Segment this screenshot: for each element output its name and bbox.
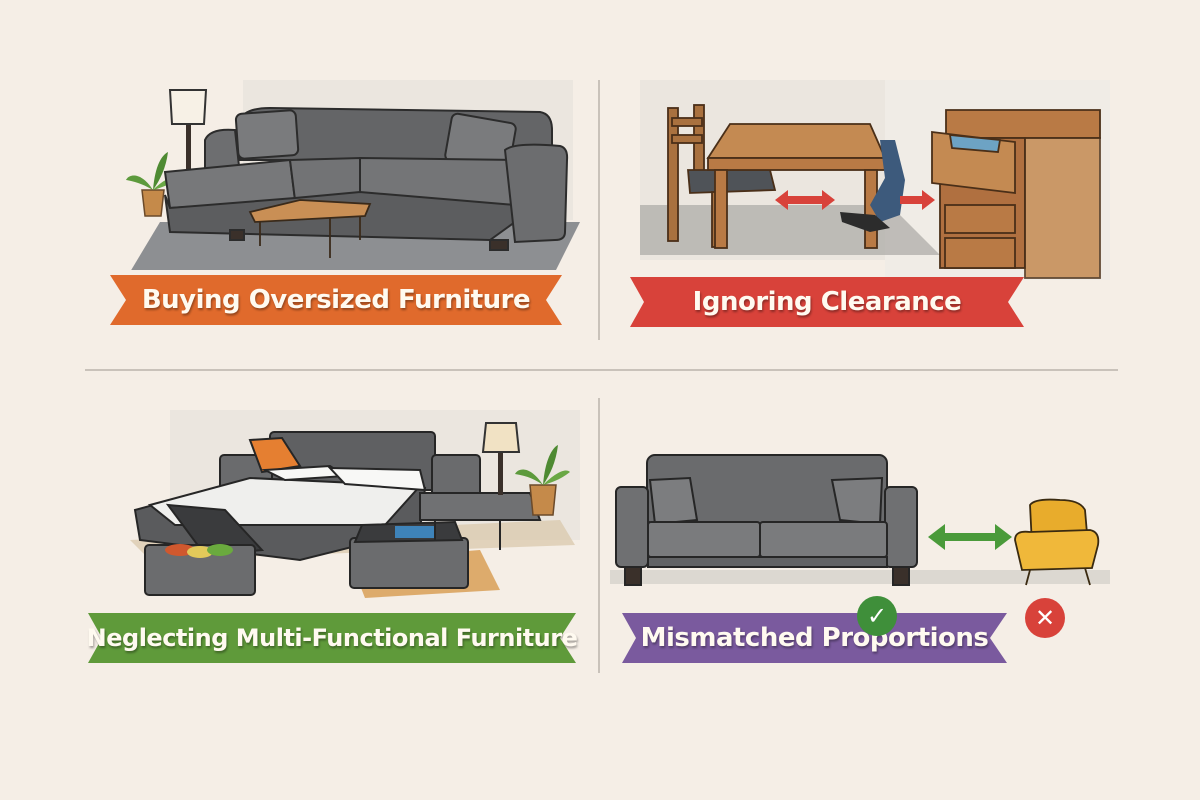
dresser-icon <box>931 109 1101 279</box>
cross-icon: ✕ <box>1025 598 1065 638</box>
oversized-sofa-illustration <box>126 80 580 270</box>
banner-label: Neglecting Multi-Functional Furniture <box>86 624 578 652</box>
horizontal-divider <box>85 369 1118 371</box>
storage-ottoman-open-icon <box>144 503 265 596</box>
vertical-divider-top <box>598 80 600 340</box>
ribbon-shape <box>110 275 562 325</box>
ribbon-shape <box>88 613 576 663</box>
banner-mismatched-proportions: Mismatched Proportions <box>622 613 1007 663</box>
banner-label: Mismatched Proportions <box>640 623 989 653</box>
large-sofa-icon <box>615 454 918 586</box>
banner-label: Buying Oversized Furniture <box>141 285 531 315</box>
floor-lamp-icon <box>168 89 208 170</box>
coffee-table-icon <box>248 199 372 258</box>
ribbon-shape <box>622 613 1007 663</box>
person-legs-icon <box>840 140 905 232</box>
banner-multi-functional: Neglecting Multi-Functional Furniture <box>86 613 578 663</box>
floor-lamp-icon <box>481 422 521 495</box>
clearance-illustration <box>640 80 1110 280</box>
banner-oversized-furniture: Buying Oversized Furniture <box>110 275 562 325</box>
banner-label: Ignoring Clearance <box>692 287 962 317</box>
double-arrow-icon <box>928 524 1012 550</box>
ribbon-shape <box>630 277 1024 327</box>
sectional-sofa-icon <box>163 106 569 251</box>
multifunctional-illustration <box>130 410 580 598</box>
check-icon: ✓ <box>857 596 897 636</box>
dining-table-icon <box>706 123 887 249</box>
small-armchair-icon <box>1014 498 1100 586</box>
potted-plant-icon <box>515 445 570 516</box>
clearance-arrow-icon <box>775 190 935 210</box>
proportions-illustration <box>610 454 1110 586</box>
banner-ignoring-clearance: Ignoring Clearance <box>630 277 1024 327</box>
vertical-divider-bottom <box>598 398 600 673</box>
bench-ottoman-icon <box>419 492 542 550</box>
